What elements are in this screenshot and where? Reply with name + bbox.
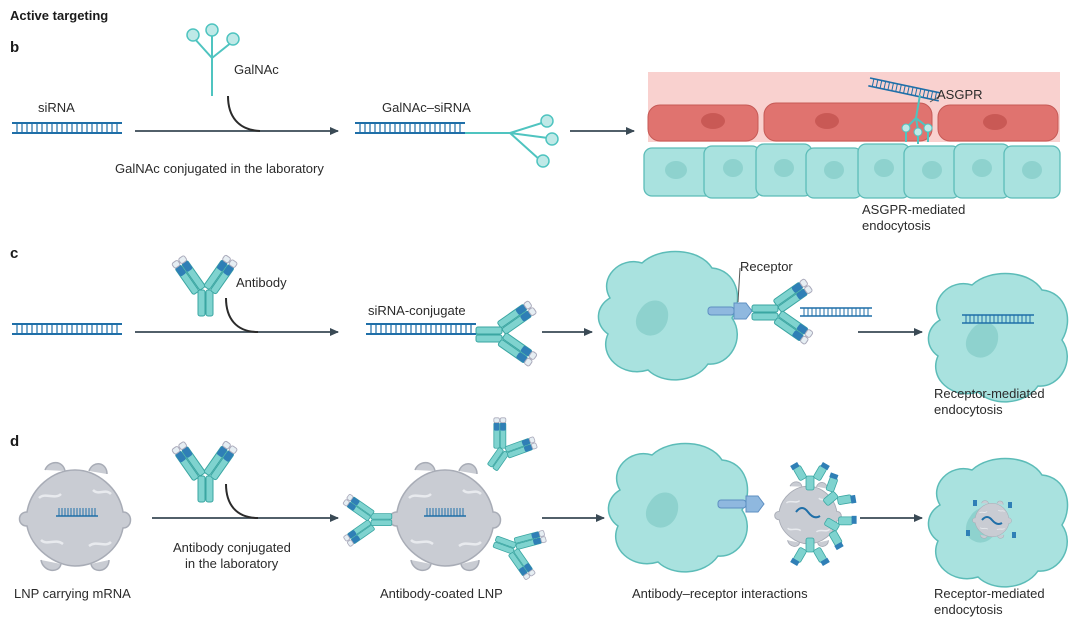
- sirna-label: siRNA: [38, 100, 75, 115]
- panel-c-cell: [597, 250, 739, 381]
- liver-tissue: [643, 72, 1061, 199]
- bound-lnp-mrna: [795, 507, 821, 519]
- coated-lnp-mrna: [424, 508, 466, 517]
- sirna-conjugate-label: siRNA-conjugate: [368, 303, 466, 318]
- galnac-sirna-ligand: [465, 114, 559, 168]
- galnac-ligand: [186, 23, 240, 96]
- bound-sirna: [799, 307, 873, 317]
- panel-b-join-curve: [227, 95, 261, 132]
- panel-c-sirna-duplex: [11, 323, 123, 335]
- panel-c-outcome-line2: endocytosis: [934, 402, 1003, 417]
- galnac-sirna-duplex: [354, 122, 466, 134]
- coated-lnp-antibody-1: [469, 411, 542, 483]
- conjugate-duplex: [365, 323, 477, 335]
- receptor: [707, 267, 753, 320]
- antibody-conjugated-line1: Antibody conjugated: [173, 540, 291, 555]
- lnp-mrna: [56, 508, 98, 517]
- interactions-label: Antibody–receptor interactions: [632, 586, 808, 601]
- panel-c-join-curve: [225, 297, 259, 333]
- antibody-conjugated-line2: in the laboratory: [185, 556, 279, 571]
- coated-lnp-antibody-2: [342, 493, 393, 548]
- sirna-duplex: [11, 122, 123, 134]
- galnac-conjugated-note: GalNAc conjugated in the laboratory: [115, 161, 324, 176]
- panel-b-letter: b: [10, 39, 19, 56]
- asgpr-outcome-line2: endocytosis: [862, 218, 931, 233]
- panel-d-outcome-line2: endocytosis: [934, 602, 1003, 617]
- panel-c-antibody: [171, 254, 239, 317]
- panel-c-outcome-line1: Receptor-mediated: [934, 386, 1045, 401]
- internalized-mrna: [981, 516, 1003, 525]
- galnac-label: GalNAc: [234, 62, 279, 77]
- conjugate-antibody: [475, 300, 538, 368]
- panel-d-antibody: [171, 440, 239, 503]
- antibody-label: Antibody: [236, 275, 287, 290]
- panel-c-endocytosed-cell: [927, 272, 1069, 403]
- panel-d-join-curve: [225, 483, 259, 519]
- panel-c-letter: c: [10, 245, 18, 262]
- internalized-antibodies: [966, 500, 1016, 538]
- lnp-carrying-label: LNP carrying mRNA: [14, 586, 131, 601]
- asgpr-outcome-line1: ASGPR-mediated: [862, 202, 965, 217]
- asgpr-receptor: [867, 77, 942, 144]
- figure-title: Active targeting: [10, 8, 108, 23]
- panel-d-outcome-line1: Receptor-mediated: [934, 586, 1045, 601]
- panel-d-letter: d: [10, 433, 19, 450]
- receptor-label: Receptor: [740, 259, 793, 274]
- asgpr-label: ASGPR: [937, 87, 983, 102]
- antibody-coated-label: Antibody-coated LNP: [380, 586, 503, 601]
- galnac-sirna-label: GalNAc–siRNA: [382, 100, 471, 115]
- panel-d-receptor: [717, 495, 765, 513]
